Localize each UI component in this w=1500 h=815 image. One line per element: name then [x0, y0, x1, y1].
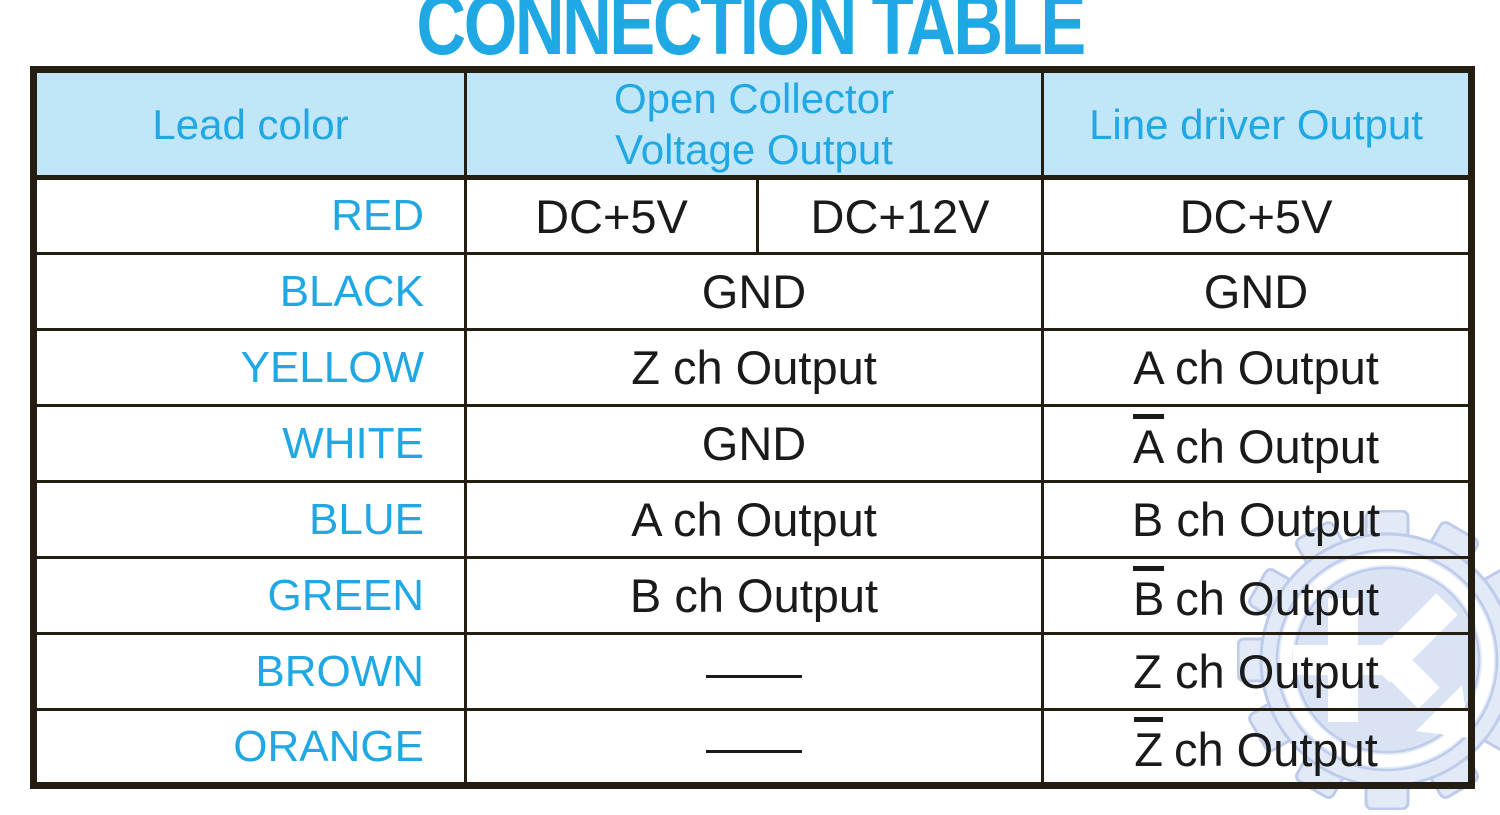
- overline-a: A: [1132, 413, 1165, 470]
- cell-black-oc: GND: [463, 252, 1045, 332]
- cell-green-oc: B ch Output: [463, 556, 1045, 636]
- connection-table-grid: Lead color Open Collector Voltage Output…: [30, 66, 1476, 790]
- dash-placeholder: [706, 674, 802, 678]
- cell-brown-line-driver: Z ch Output: [1041, 632, 1474, 712]
- header-line-driver: Line driver Output: [1041, 67, 1474, 181]
- header-open-collector: Open Collector Voltage Output: [463, 67, 1045, 181]
- lead-color-blue: BLUE: [32, 480, 467, 560]
- header-row: Lead color Open Collector Voltage Output…: [32, 67, 1474, 181]
- lead-color-red: RED: [32, 176, 467, 256]
- overline-z: Z: [1134, 716, 1163, 773]
- cell-blue-line-driver: B ch Output: [1041, 480, 1474, 560]
- row-red: RED DC+5V DC+12V DC+5V: [32, 176, 1474, 256]
- row-blue: BLUE A ch Output B ch Output: [32, 480, 1474, 560]
- cell-black-line-driver: GND: [1041, 252, 1474, 332]
- lead-color-white: WHITE: [32, 404, 467, 484]
- cell-brown-oc: [463, 632, 1045, 712]
- cell-red-line-driver: DC+5V: [1041, 176, 1474, 256]
- cell-yellow-line-driver: A ch Output: [1041, 328, 1474, 408]
- cell-orange-oc: [463, 708, 1045, 788]
- header-lead-color: Lead color: [32, 67, 467, 181]
- cell-white-oc: GND: [463, 404, 1045, 484]
- lead-color-brown: BROWN: [32, 632, 467, 712]
- row-brown: BROWN Z ch Output: [32, 632, 1474, 712]
- cell-red-oc-12v: DC+12V: [755, 176, 1045, 256]
- cell-yellow-oc: Z ch Output: [463, 328, 1045, 408]
- cell-blue-oc: A ch Output: [463, 480, 1045, 560]
- lead-color-yellow: YELLOW: [32, 328, 467, 408]
- lead-color-black: BLACK: [32, 252, 467, 332]
- lead-color-green: GREEN: [32, 556, 467, 636]
- dash-placeholder: [706, 749, 802, 753]
- overline-b: B: [1132, 565, 1165, 622]
- cell-red-oc-5v: DC+5V: [464, 176, 759, 256]
- lead-color-orange: ORANGE: [32, 708, 467, 788]
- row-black: BLACK GND GND: [32, 252, 1474, 332]
- page-title: CONNECTION TABLE: [416, 0, 1086, 73]
- connection-table: Lead color Open Collector Voltage Output…: [30, 66, 1476, 790]
- row-yellow: YELLOW Z ch Output A ch Output: [32, 328, 1474, 408]
